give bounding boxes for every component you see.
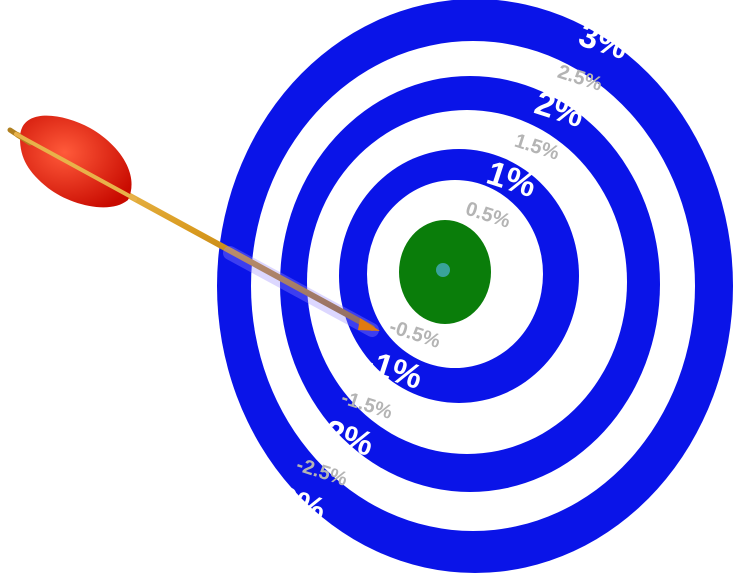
arrow-fletching: [20, 115, 132, 208]
arrow-icon: [7, 115, 380, 337]
arrow-tip: [358, 318, 380, 331]
arrow-blur: [223, 246, 379, 337]
arrow-shaft-front: [14, 132, 137, 201]
target-icon: [217, 0, 733, 573]
center-dot: [436, 263, 450, 277]
